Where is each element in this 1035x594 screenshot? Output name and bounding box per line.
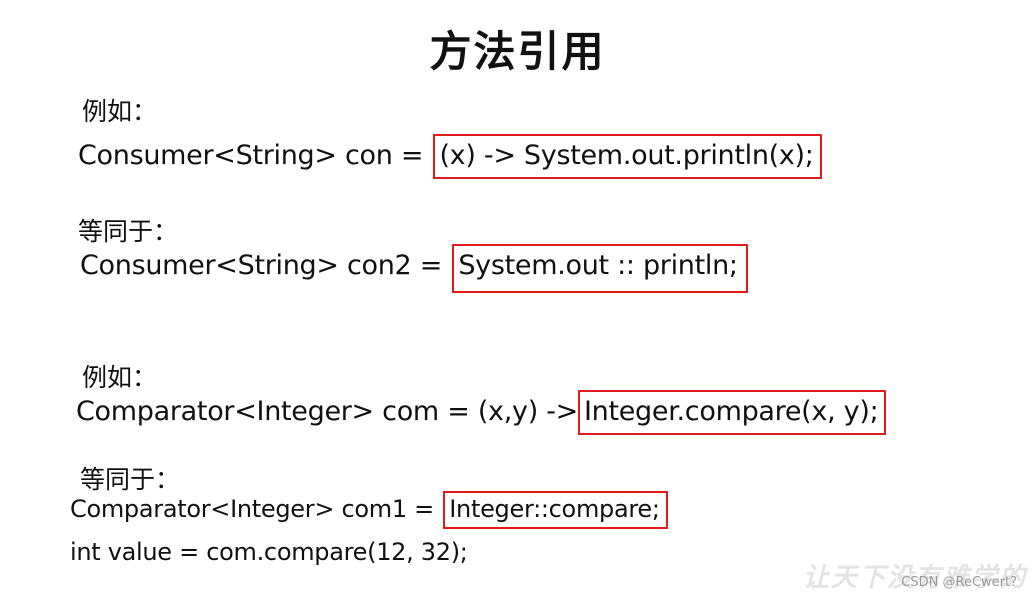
consumer-lambda-prefix: Consumer<String> con = [78, 140, 432, 171]
watermark-text: CSDN @ReCwert? [901, 575, 1017, 590]
comparator-lambda-highlight: Integer.compare(x, y); [577, 390, 887, 435]
consumer-lambda-highlight: (x) -> System.out.println(x); [433, 134, 822, 179]
compare-call-line: int value = com.compare(12, 32); [70, 538, 468, 566]
example-label-2: 例如： [82, 363, 158, 392]
example-label-1: 例如： [82, 97, 158, 126]
comparator-ref-highlight: Integer::compare; [443, 491, 668, 529]
consumer-ref-prefix: Consumer<String> con2 = [80, 250, 451, 281]
equivalent-label-2: 等同于： [80, 465, 181, 494]
consumer-ref-line: Consumer<String> con2 = System.out :: pr… [80, 244, 748, 293]
comparator-ref-prefix: Comparator<Integer> com1 = [70, 495, 442, 523]
comparator-ref-line: Comparator<Integer> com1 = Integer::comp… [70, 491, 668, 529]
comparator-lambda-prefix: Comparator<Integer> com = (x,y) -> [76, 396, 578, 427]
watermark-faint-text: 让天下没有难学的 [802, 563, 1027, 593]
consumer-ref-highlight: System.out :: println; [452, 244, 748, 293]
page-title: 方法引用 [429, 27, 606, 76]
consumer-lambda-line: Consumer<String> con = (x) -> System.out… [78, 134, 822, 179]
equivalent-label-1: 等同于： [78, 217, 179, 246]
comparator-lambda-line: Comparator<Integer> com = (x,y) ->Intege… [76, 390, 887, 435]
